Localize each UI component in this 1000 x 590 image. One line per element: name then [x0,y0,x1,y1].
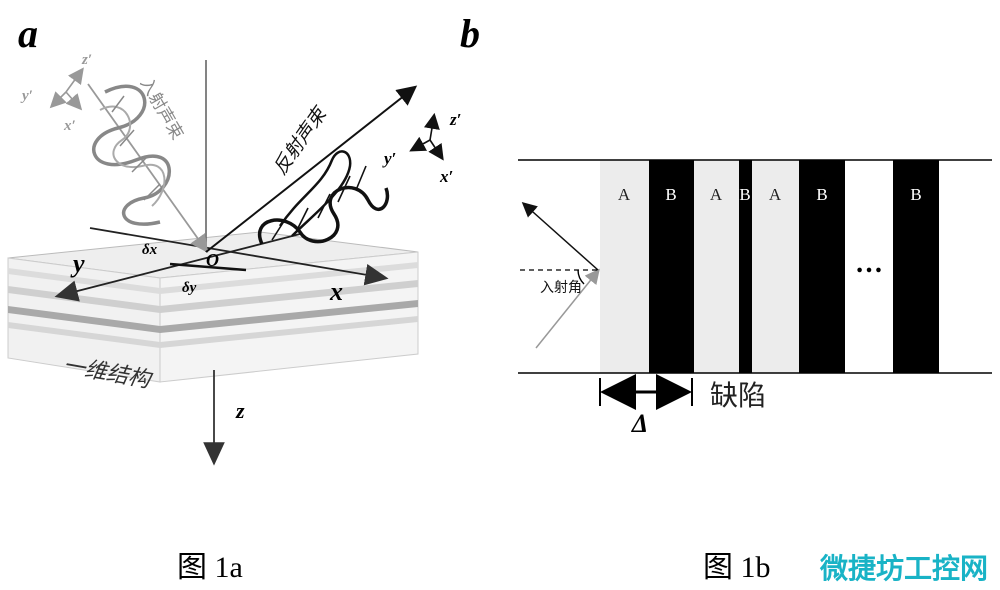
defect-label: 缺陷 [710,379,766,412]
origin-label: O [206,250,219,270]
layer-b-3 [893,160,939,373]
incident-y-prime: y′ [20,88,33,104]
incident-beam [87,83,209,253]
incident-local-axes: z′ y′ x′ [20,52,92,134]
layer-label-4: B [739,185,750,204]
panel-b-caption: 图 1b [703,551,771,584]
layer-label-3: A [710,185,723,204]
panel-b-letter: b [460,11,480,56]
delta-label: Δ [631,409,648,438]
reflected-beam-label: 反射声束 [269,102,332,179]
layer-label-5: A [769,185,782,204]
panel-a-letter: a [18,11,38,56]
layer-a-1 [600,160,649,373]
ellipsis-text: … [855,248,883,279]
incident-angle-label: 入射角 [540,280,582,296]
incident-z-prime: z′ [81,52,92,68]
dy-offset-bar [169,262,247,272]
z-axis-label: z [235,398,245,423]
incident-ray [535,268,600,349]
layer-label-7: B [910,185,921,204]
reflected-z-prime: z′ [449,110,461,129]
incident-x-prime: x′ [63,118,76,134]
layer-a-2 [694,160,739,373]
layer-b-2 [799,160,845,373]
layered-slab [7,231,419,383]
layer-label-6: B [816,185,827,204]
panel-a-caption: 图 1a [177,551,243,584]
layer-b-1 [649,160,694,373]
dx-label: δx [142,242,158,258]
layer-b-defect [739,160,752,373]
reflected-x-prime: x′ [439,167,453,186]
reflected-local-axes: z′ y′ x′ [382,110,461,186]
panel-b: b A B A B A B B … 入射角 Δ 缺陷 图 1b [460,11,992,584]
x-axis-label: x [329,277,343,306]
watermark-text: 微捷坊工控网 [819,552,988,585]
reflected-y-prime: y′ [382,149,396,168]
y-axis-label: y [70,249,85,278]
panel-a: a x y z O δx δy [7,11,461,584]
angle-arc [577,269,585,285]
layer-label-1: A [618,185,631,204]
reflected-ray [521,202,599,271]
reflected-beam [205,85,418,253]
layer-a-3 [752,160,799,373]
layer-label-2: B [665,185,676,204]
x-axis-line [89,227,389,286]
dy-label: δy [182,280,197,296]
